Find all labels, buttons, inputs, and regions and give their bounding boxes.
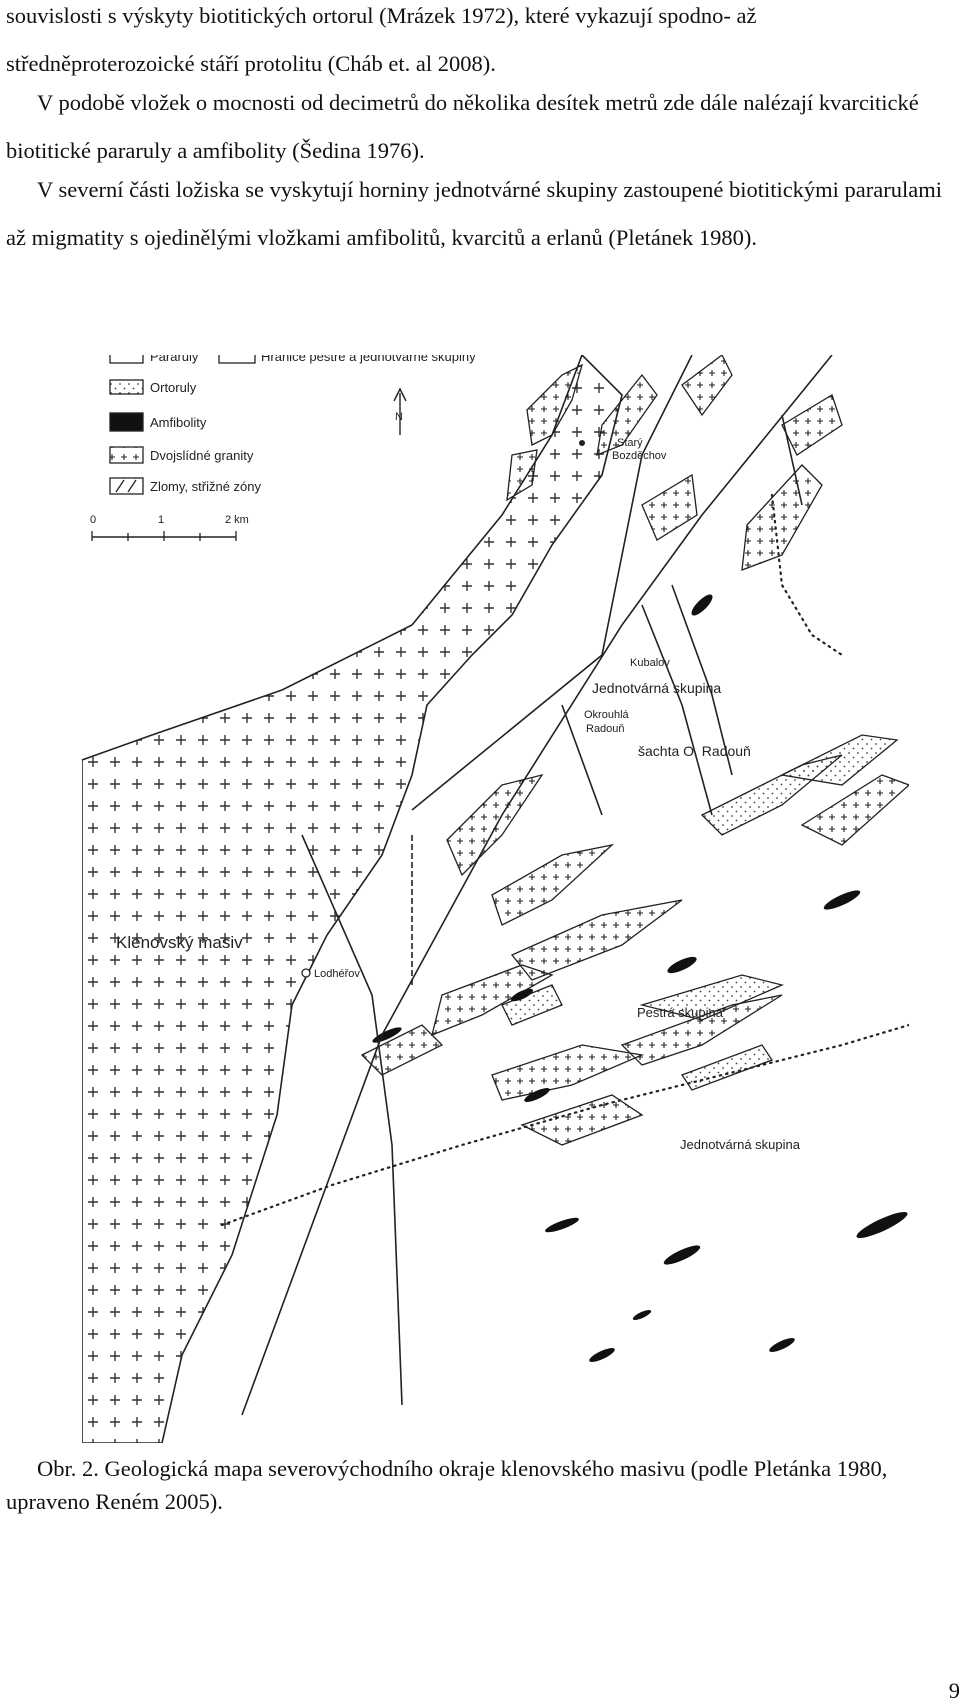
page-number: 9: [948, 1678, 960, 1703]
label-okrouhla: Okrouhlá: [584, 709, 630, 721]
map-legend: Pararuly Hranice pestré a jednotvárné sk…: [109, 355, 476, 495]
legend-amfibolity: Amfibolity: [150, 415, 207, 430]
label-kubalov: Kubalov: [630, 657, 670, 669]
label-sachta: šachta O. Radouň: [638, 743, 751, 759]
geological-map-figure: Pararuly Hranice pestré a jednotvárné sk…: [82, 355, 909, 1443]
granite-massif-area: [82, 355, 623, 1443]
figure-caption: Obr. 2. Geologická mapa severovýchodního…: [6, 1456, 888, 1514]
fault-lines: [241, 355, 833, 1416]
paragraph-continuation: souvislosti s výskyty biotitických ortor…: [6, 3, 757, 76]
label-jednotvarna-skupina: Jednotvárná skupina: [592, 680, 721, 696]
scale-label-0: 0: [90, 514, 96, 526]
north-arrow: N: [393, 387, 407, 435]
label-bozdechov: Bozděchov: [612, 450, 667, 462]
legend-granity: Dvojslídné granity: [150, 448, 254, 463]
label-radoun: Radouň: [586, 723, 625, 735]
paragraph-vlozky: V podobě vložek o mocnosti od decimetrů …: [6, 90, 919, 163]
orthogneiss-lenses: [501, 734, 899, 1091]
label-klenovsky-masiv: Klenovský masiv: [116, 933, 243, 952]
legend-zlomy: Zlomy, střižné zóny: [150, 479, 262, 494]
label-jednotvarna-skupina-2: Jednotvárná skupina: [680, 1137, 801, 1152]
label-stary: Starý: [617, 437, 643, 449]
scale-label-1: 1: [158, 514, 164, 526]
map-labels: Starý Bozděchov Kubalov Jednotvárná skup…: [116, 437, 801, 1152]
label-pestra-skupina: Pestrá skupina: [637, 1005, 724, 1020]
legend-hranice: Hranice pestré a jednotvárné skupiny: [261, 355, 476, 364]
scale-bar: 0 1 2 km: [90, 514, 249, 541]
lodherov-marker: [301, 968, 311, 978]
granite-lenses: [360, 355, 909, 1146]
group-boundary-lines: [220, 493, 909, 1227]
label-lodherov: Lodhéřov: [314, 968, 360, 980]
amphibolite-lenses: [372, 594, 908, 1362]
north-label: N: [395, 411, 403, 423]
legend-ortoruly: Ortoruly: [150, 380, 197, 395]
paragraph-severni-cast: V severní části ložiska se vyskytují hor…: [6, 177, 943, 250]
legend-pararuly: Pararuly: [150, 355, 199, 364]
stary-bozdechov-marker: [579, 440, 585, 446]
scale-label-2: 2 km: [225, 514, 249, 526]
